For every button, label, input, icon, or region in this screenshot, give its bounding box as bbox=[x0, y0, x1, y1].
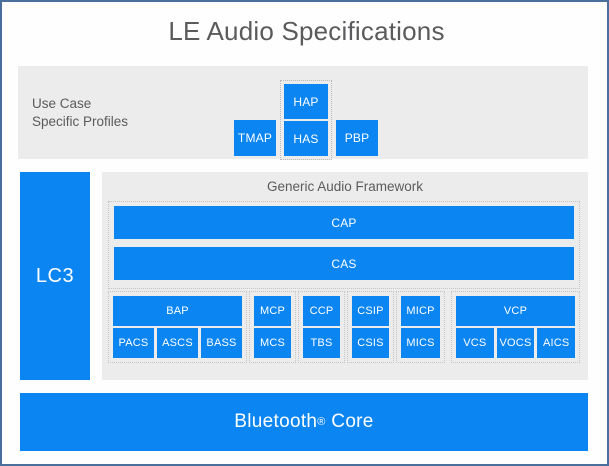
bluetooth-core-suffix: Core bbox=[331, 411, 374, 432]
profile-group-csip: CSIP CSIS bbox=[347, 291, 394, 363]
use-case-profiles-label: Use Case Specific Profiles bbox=[32, 96, 129, 129]
spec-block-vcp[interactable]: VCP bbox=[456, 296, 575, 326]
profile-group-ccp: CCP TBS bbox=[298, 291, 345, 363]
page-title: LE Audio Specifications bbox=[168, 16, 445, 46]
spec-block-csip[interactable]: CSIP bbox=[352, 296, 389, 326]
profile-group-vcp: VCP VCS VOCS AICS bbox=[451, 291, 580, 363]
profile-group-micp: MICP MICS bbox=[396, 291, 445, 363]
spec-block-mcp[interactable]: MCP bbox=[254, 296, 291, 326]
generic-audio-framework-label: Generic Audio Framework bbox=[266, 179, 424, 194]
profile-group-top-row: BAP bbox=[113, 296, 242, 326]
spec-block-has[interactable]: HAS bbox=[284, 121, 328, 156]
spec-block-aics[interactable]: AICS bbox=[537, 328, 576, 358]
spec-block-mics[interactable]: MICS bbox=[401, 328, 440, 358]
profile-group-bottom-row: PACS ASCS BASS bbox=[113, 328, 242, 358]
registered-trademark-icon: ® bbox=[317, 415, 326, 428]
spec-block-cas[interactable]: CAS bbox=[114, 247, 574, 280]
spec-block-mcs[interactable]: MCS bbox=[254, 328, 291, 358]
profile-group-bap: BAP PACS ASCS BASS bbox=[108, 291, 247, 363]
bluetooth-core-brand: Bluetooth bbox=[234, 411, 318, 432]
profile-group-bottom-row: MCS bbox=[254, 328, 291, 358]
spec-block-hap[interactable]: HAP bbox=[284, 84, 328, 119]
profile-group-bottom-row: MICS bbox=[401, 328, 440, 358]
spec-block-vcs[interactable]: VCS bbox=[456, 328, 494, 358]
spec-block-cap[interactable]: CAP bbox=[114, 206, 574, 239]
profile-group-top-row: CSIP bbox=[352, 296, 389, 326]
profile-group-bottom-row: TBS bbox=[303, 328, 340, 358]
profile-group-top-row: MICP bbox=[401, 296, 440, 326]
spec-block-micp[interactable]: MICP bbox=[401, 296, 440, 326]
spec-block-ccp[interactable]: CCP bbox=[303, 296, 340, 326]
profile-group-top-row: CCP bbox=[303, 296, 340, 326]
spec-block-bass[interactable]: BASS bbox=[201, 328, 242, 358]
spec-block-pacs[interactable]: PACS bbox=[113, 328, 154, 358]
spec-block-csis[interactable]: CSIS bbox=[352, 328, 389, 358]
spec-block-pbp[interactable]: PBP bbox=[336, 120, 378, 156]
profile-group-mcp: MCP MCS bbox=[249, 291, 296, 363]
cap-cas-group-container bbox=[108, 201, 580, 289]
spec-block-ascs[interactable]: ASCS bbox=[157, 328, 198, 358]
spec-block-bap[interactable]: BAP bbox=[113, 296, 242, 326]
spec-block-vocs[interactable]: VOCS bbox=[496, 328, 535, 358]
profile-group-top-row: VCP bbox=[456, 296, 575, 326]
spec-block-bluetooth-core[interactable]: Bluetooth® Core bbox=[20, 393, 588, 451]
spec-block-lc3[interactable]: LC3 bbox=[20, 172, 90, 380]
spec-block-tbs[interactable]: TBS bbox=[303, 328, 340, 358]
profile-group-top-row: MCP bbox=[254, 296, 291, 326]
profile-group-bottom-row: VCS VOCS AICS bbox=[456, 328, 576, 358]
spec-block-tmap[interactable]: TMAP bbox=[234, 120, 276, 156]
profile-group-bottom-row: CSIS bbox=[352, 328, 389, 358]
